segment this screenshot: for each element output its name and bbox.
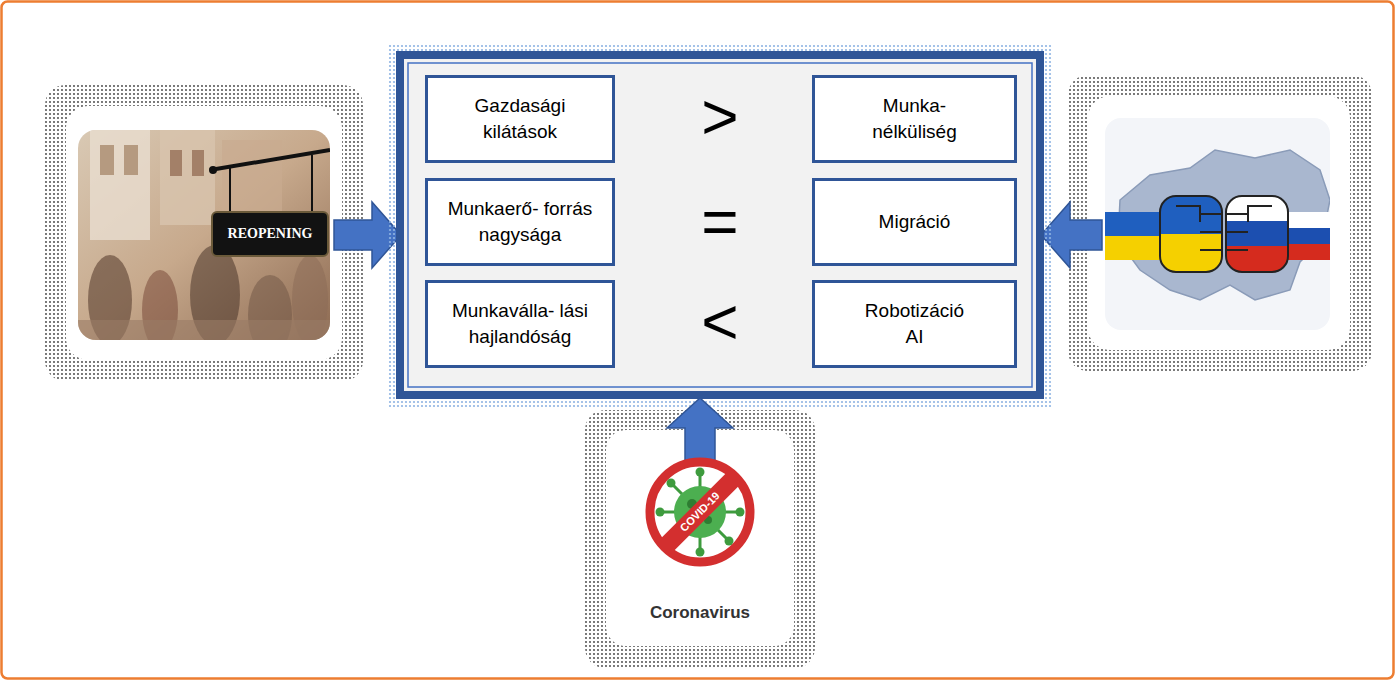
halo-inner: [606, 430, 794, 646]
icon-caption: Coronavirus: [650, 604, 750, 621]
box-text: Robotizáció AI: [855, 298, 975, 349]
central-panel: [400, 55, 1040, 395]
factor-box: Gazdasági kilátások: [425, 75, 615, 163]
factor-box: Robotizáció AI: [812, 280, 1017, 368]
halo-inner: [1088, 96, 1350, 350]
box-text: Migráció: [830, 209, 1000, 235]
dotted-halo: [1068, 75, 1372, 371]
block-arrow: [667, 398, 733, 462]
covid-icon: [650, 462, 750, 562]
shop-sign-text: REOPENING: [228, 227, 313, 241]
comparison-sign: =: [701, 190, 738, 254]
reopening-photo: [78, 130, 330, 340]
comparison-sign: >: [701, 85, 738, 149]
factor-box: Munkaválla- lási hajlandóság: [425, 280, 615, 368]
conflict-illustration: [1105, 118, 1330, 330]
factor-box: Munkaerő- forrás nagysága: [425, 178, 615, 266]
blue-halo: [388, 43, 1052, 407]
factor-box: Migráció: [812, 178, 1017, 266]
box-text: Munka- nélküliség: [860, 93, 970, 144]
factor-box: Munka- nélküliség: [812, 75, 1017, 163]
dotted-halo: [45, 85, 363, 381]
box-text: Munkaerő- forrás nagysága: [445, 196, 595, 247]
comparison-sign: <: [701, 290, 738, 354]
halo-inner: [66, 106, 342, 360]
box-text: Gazdasági kilátások: [463, 93, 578, 144]
panel-inner-line: [408, 63, 1032, 387]
box-text: Munkaválla- lási hajlandóság: [439, 298, 601, 349]
